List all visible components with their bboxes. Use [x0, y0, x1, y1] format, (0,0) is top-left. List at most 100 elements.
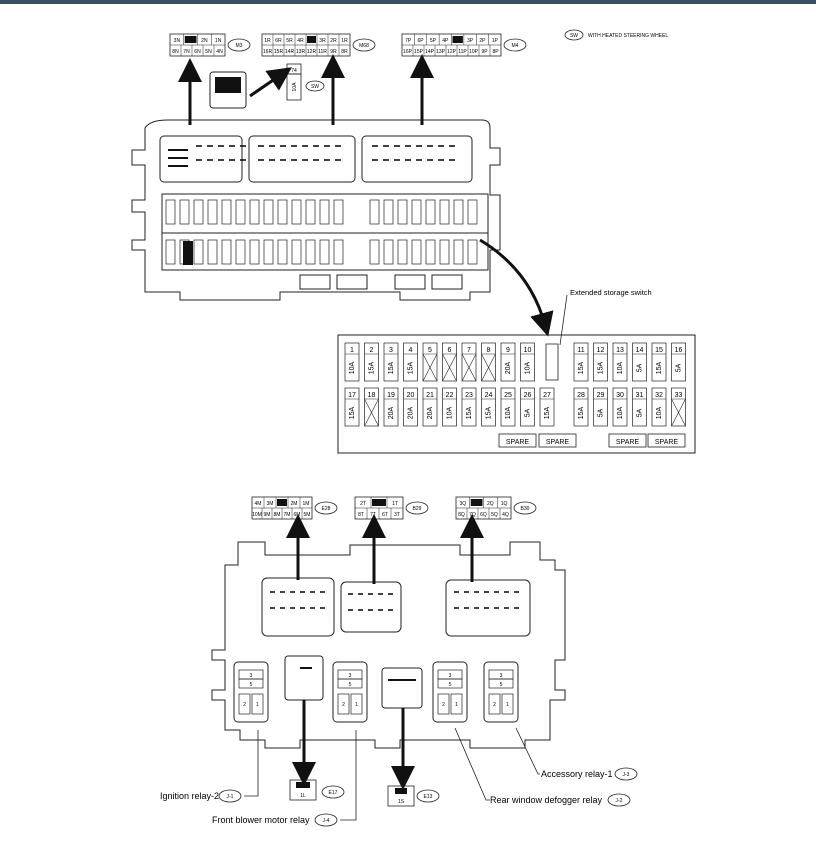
pin-label: 7P	[405, 38, 412, 44]
relay-pin: 5	[250, 682, 253, 688]
fuse-number: 1	[350, 347, 354, 354]
fuse-rating: 10A	[505, 406, 512, 419]
pin-label: 13P	[436, 49, 446, 55]
fuse-rating: 15A	[466, 406, 473, 419]
pin-label: 2R	[330, 38, 337, 44]
pin-label: 6P	[418, 38, 425, 44]
fuse-slot	[411, 199, 422, 225]
relay-pin: 5	[449, 682, 452, 688]
bottom-relay-block	[211, 541, 566, 749]
fuse-rating: 5A	[676, 363, 683, 372]
fuse-rating: 20A	[505, 361, 512, 374]
pin-label: 15P	[414, 49, 424, 55]
pin-label: 4R	[297, 38, 304, 44]
fuse-slot	[397, 239, 408, 265]
rear-defogger-code: J-2	[616, 798, 623, 804]
callout-accessory: Accessory relay-1 J-3	[515, 727, 638, 781]
fuse-panel	[337, 334, 696, 454]
fuse-slot	[207, 199, 218, 225]
fuse-number: 2	[370, 347, 374, 354]
pin-label: 3P	[467, 38, 474, 44]
pin-label: 1R	[264, 38, 271, 44]
callout-rear-defogger: Rear window defogger relay J-2	[454, 727, 631, 807]
fuse-slot	[467, 199, 478, 225]
pin-label: 3R	[319, 38, 326, 44]
fuse-number: 14	[636, 347, 644, 354]
fuse-slot	[383, 199, 394, 225]
pin-label: 3N	[174, 38, 181, 44]
pin-label: 11R	[318, 49, 327, 55]
fuse-slot	[453, 239, 464, 265]
relay-pin: 1	[506, 702, 509, 708]
fuse-number: 18	[368, 392, 376, 399]
fuse-rating: 10A	[349, 361, 356, 374]
pin-label: 12R	[307, 49, 317, 55]
pin-label: 11P	[458, 49, 467, 55]
callout-front-blower: Front blower motor relay J-4	[212, 730, 357, 827]
pin-label: 5R	[286, 38, 293, 44]
front-blower-code: J-4	[323, 818, 330, 824]
extended-storage-callout: Extended storage switch	[559, 288, 652, 346]
fuse-rating: 15A	[349, 406, 356, 419]
pin-label: 13R	[296, 49, 306, 55]
fuse-rating: 15A	[578, 406, 585, 419]
pin-label: 8M	[274, 512, 281, 518]
fuse-slot	[305, 199, 316, 225]
fuse-slot	[207, 239, 218, 265]
pin-label: 8N	[172, 49, 179, 55]
fuse-rating: 15A	[486, 406, 493, 419]
connector-id: M68	[359, 43, 369, 49]
fuse-slot	[221, 239, 232, 265]
e17-id: E17	[329, 790, 338, 796]
pin-label: 7M	[284, 512, 291, 518]
relay-pin: 5	[349, 682, 352, 688]
pin-label: 9M	[264, 512, 271, 518]
pin-label: 4M	[255, 501, 262, 507]
pin-label: 1R	[341, 38, 348, 44]
fuse-rating: 15A	[656, 361, 663, 374]
pin-label: 1T	[392, 501, 398, 507]
pin-label: 4N	[216, 49, 223, 55]
fuse-slot	[179, 199, 190, 225]
spare-text: SPARE	[616, 439, 640, 446]
fuse-slot	[369, 239, 380, 265]
pin-label: 15R	[274, 49, 284, 55]
pin-label: 6T	[382, 512, 388, 518]
fuse-number: 8	[487, 347, 491, 354]
top-fuse-block	[131, 71, 501, 301]
fuse-cell-8: 8	[481, 342, 496, 382]
top-arrows	[178, 54, 554, 337]
connector-id: B29	[413, 506, 422, 512]
pin-label: 3M	[267, 501, 274, 507]
fuse-number: 19	[387, 392, 395, 399]
fuse-cell-18: 18	[364, 387, 379, 427]
pin-label: 2Q	[487, 501, 494, 507]
blank-pin	[470, 499, 483, 506]
blank-pin	[372, 499, 386, 506]
pin-label: 12P	[447, 49, 457, 55]
fuse-number: 23	[465, 392, 473, 399]
pin-label: 14R	[285, 49, 295, 55]
relay-pin: 3	[500, 673, 503, 679]
relay-marks	[300, 667, 416, 681]
connector-e17: 1L E17	[289, 779, 345, 801]
connector-e13: 1S E13	[387, 785, 440, 807]
pin-label: 9R	[330, 49, 337, 55]
ignition-relay-label: Ignition relay-2	[160, 791, 219, 801]
fuse-rating: 10A	[656, 406, 663, 419]
pin-label: 10P	[469, 49, 479, 55]
fuse-slot	[319, 199, 330, 225]
fuse-slot	[397, 199, 408, 225]
fuse-number: 15	[655, 347, 663, 354]
